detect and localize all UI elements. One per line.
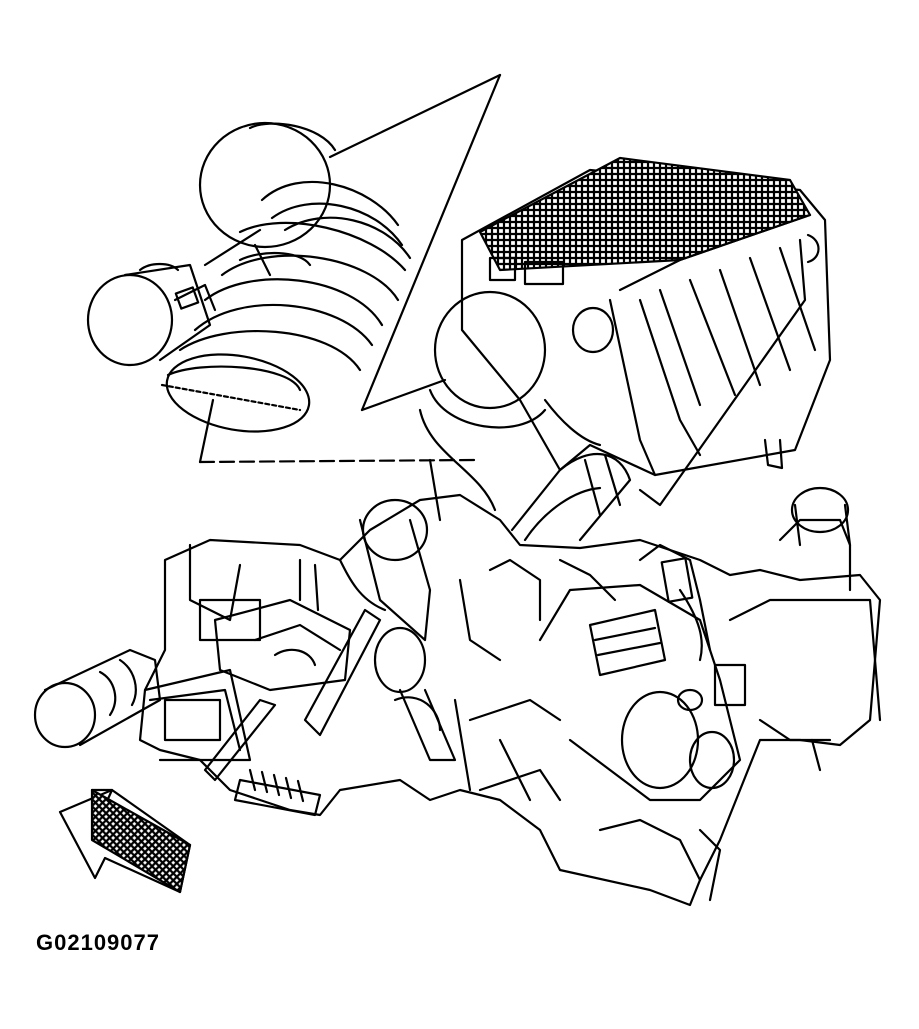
- intake-hose: [418, 408, 632, 542]
- engine-assembly: [33, 486, 882, 907]
- detail-callout-lines: [198, 73, 502, 464]
- front-direction-arrow-icon: [58, 788, 192, 894]
- air-cleaner-box: [428, 156, 832, 507]
- intake-duct-detail: [86, 121, 412, 433]
- figure-id-label: G02109077: [36, 930, 160, 955]
